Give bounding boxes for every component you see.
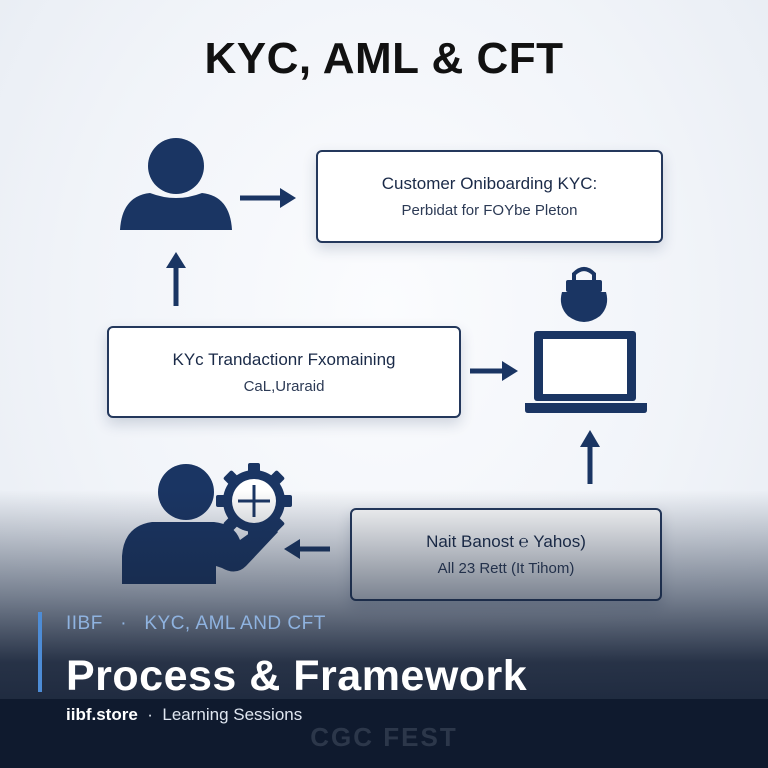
gear-icon [216,463,292,539]
box-line-1: KYc Trandactionr Fxomaining [172,349,396,369]
box-line-2: CaL,Uraraid [243,377,325,395]
lock-icon [560,267,608,322]
laptop-icon [525,331,647,413]
process-box-onboarding: Customer Oniboarding KYC: Perbidat for F… [316,150,663,243]
footer-label: Learning Sessions [162,705,303,724]
footer-separator: · [147,705,153,724]
arrow-up-2 [580,430,600,484]
box-line-2: All 23 Rett (It Tihom) [437,560,575,577]
arrow-right-2 [470,361,518,381]
arrow-right-1 [240,188,296,208]
kicker: IIBF · KYC, AML AND CFT [66,613,326,635]
diagram-title: KYC, AML & CFT [204,34,564,83]
footer-bar [0,699,768,768]
process-box-transaction: KYc Trandactionr Fxomaining CaL,Uraraid [107,326,461,418]
kicker-topic: KYC, AML AND CFT [144,613,326,634]
box-line-2: Perbidat for FOYbe Pleton [401,202,578,219]
process-box-reporting: Nait Banost ℮ Yahos) All 23 Rett (It Tih… [350,508,662,601]
kicker-separator: · [120,613,128,634]
footer-site-link[interactable]: iibf.store [66,705,138,724]
kicker-brand: IIBF [66,613,103,634]
person-icon [120,138,232,230]
arrow-left-1 [284,539,330,559]
box-line-1: Customer Oniboarding KYC: [381,174,598,193]
arrow-up-1 [166,252,186,306]
accent-bar [38,612,42,692]
headline: Process & Framework [66,652,528,700]
footer: iibf.store · Learning Sessions [66,705,302,725]
watermark: CGC FEST [310,722,458,752]
box-line-1: Nait Banost ℮ Yahos) [426,532,586,551]
